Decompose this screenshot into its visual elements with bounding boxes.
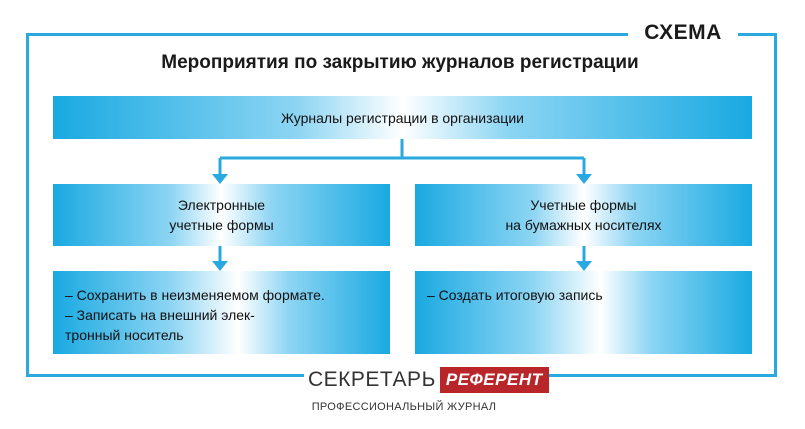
top-box: Журналы регистрации в организации (53, 96, 752, 139)
left-action-3: тронный носитель (65, 327, 184, 343)
left-header-line2: учетные формы (169, 217, 274, 233)
left-actions-box: – Сохранить в неизменяемом формате. – За… (53, 271, 390, 354)
journal-subtitle: ПРОФЕССИОНАЛЬНЫЙ ЖУРНАЛ (311, 401, 497, 413)
right-actions-box: – Создать итоговую запись (415, 271, 752, 354)
left-header-box: Электронные учетные формы (53, 184, 390, 246)
logo-part-referent: РЕФЕРЕНТ (439, 367, 549, 393)
right-action-1: – Создать итоговую запись (427, 287, 603, 303)
right-header-box: Учетные формы на бумажных носителях (415, 184, 752, 246)
right-header-line1: Учетные формы (530, 197, 637, 213)
top-box-text: Журналы регистрации в организации (281, 109, 524, 126)
left-header-line1: Электронные (177, 197, 266, 213)
left-action-1: – Сохранить в неизменяемом формате. (65, 287, 325, 303)
right-header-line2: на бумажных носителях (505, 217, 662, 233)
left-action-2: – Записать на внешний элек- (65, 307, 255, 323)
scheme-label: СХЕМА (628, 20, 738, 46)
diagram-title: Мероприятия по закрытию журналов регистр… (161, 52, 639, 73)
logo-part-secretary: СЕКРЕТАРЬ (308, 368, 436, 391)
journal-logo: СЕКРЕТАРЬ РЕФЕРЕНТ (304, 367, 549, 393)
